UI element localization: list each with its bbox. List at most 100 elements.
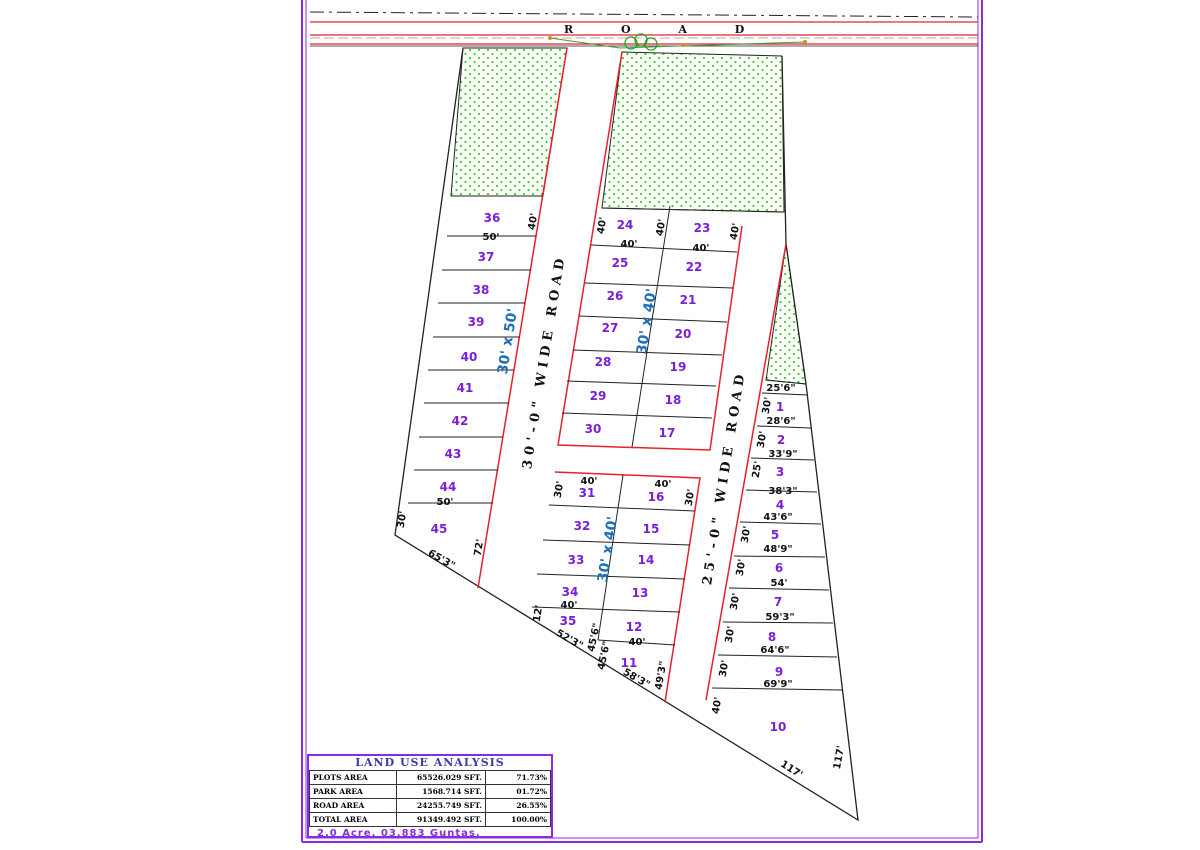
dim-25-6: 25'6" bbox=[766, 383, 795, 394]
dim-72: 72' bbox=[473, 538, 487, 556]
right-road-label: 25'-0" WIDE ROAD bbox=[700, 369, 749, 586]
plot-5: 5 bbox=[771, 528, 779, 542]
block-east bbox=[711, 379, 843, 691]
dim-117-bottom: 117' bbox=[778, 759, 804, 781]
dim-40-a: 40' bbox=[527, 212, 541, 230]
sheet-frame bbox=[301, 0, 983, 843]
dim-40-g: 40' bbox=[581, 476, 598, 487]
plot-14: 14 bbox=[638, 553, 655, 567]
plot-12: 12 bbox=[626, 620, 643, 634]
table-row: PLOTS AREA 65526.029 SFT. 71.73% bbox=[309, 770, 552, 785]
land-area-footer: 2.0 Acre, 03.883 Guntas. bbox=[317, 828, 481, 839]
dim-30-h: 30' bbox=[729, 592, 743, 610]
top-road-label: R O A D bbox=[564, 23, 766, 36]
dim-30-c: 30' bbox=[396, 510, 410, 528]
plot-18: 18 bbox=[665, 393, 682, 407]
land-use-title: LAND USE ANALYSIS bbox=[355, 756, 505, 769]
size-label-south: 30' x 40' bbox=[595, 515, 621, 583]
row-label: ROAD AREA bbox=[309, 798, 397, 813]
dim-40-b: 40' bbox=[596, 216, 610, 234]
plot-40: 40 bbox=[461, 350, 478, 364]
land-use-table: LAND USE ANALYSIS PLOTS AREA 65526.029 S… bbox=[307, 754, 553, 839]
plot-26: 26 bbox=[607, 289, 624, 303]
row-value: 65526.029 SFT. bbox=[395, 770, 486, 785]
plot-2: 2 bbox=[777, 433, 785, 447]
plot-27: 27 bbox=[602, 321, 619, 335]
plot-43: 43 bbox=[445, 447, 462, 461]
plot-32: 32 bbox=[574, 519, 591, 533]
plot-38: 38 bbox=[473, 283, 490, 297]
dim-40-d: 40' bbox=[729, 222, 743, 240]
plot-17: 17 bbox=[659, 426, 676, 440]
plot-8: 8 bbox=[768, 630, 776, 644]
plot-19: 19 bbox=[670, 360, 687, 374]
dim-12: 12' bbox=[532, 604, 546, 622]
plot-20: 20 bbox=[675, 327, 692, 341]
dim-30-i: 30' bbox=[724, 625, 738, 643]
block-west bbox=[408, 195, 543, 504]
dim-50-b: 50' bbox=[437, 497, 454, 508]
size-label-west: 30' x 50' bbox=[495, 307, 521, 375]
plot-30: 30 bbox=[585, 422, 602, 436]
dim-25: 25' bbox=[751, 460, 765, 478]
plot-9: 9 bbox=[775, 665, 783, 679]
plot-33: 33 bbox=[568, 553, 585, 567]
plot-7: 7 bbox=[774, 595, 782, 609]
plot-11: 11 bbox=[621, 656, 638, 670]
dim-38-3: 38'3" bbox=[768, 486, 797, 497]
dim-50-a: 50' bbox=[483, 232, 500, 243]
plot-24: 24 bbox=[617, 218, 634, 232]
dim-30-a: 30' bbox=[553, 480, 567, 498]
row-label: TOTAL AREA bbox=[309, 812, 397, 827]
row-percent: 71.73% bbox=[484, 770, 552, 785]
dim-59-3: 59'3" bbox=[765, 612, 794, 623]
plot-numbers: 1 2 3 4 5 6 7 8 9 10 11 12 13 14 15 16 1… bbox=[431, 211, 787, 734]
row-percent: 26.55% bbox=[484, 798, 552, 813]
dim-58-3: 58'3" bbox=[621, 667, 652, 691]
table-row: TOTAL AREA 91349.492 SFT. 100.00% bbox=[309, 812, 552, 827]
row-value: 91349.492 SFT. bbox=[395, 812, 486, 827]
plot-23: 23 bbox=[694, 221, 711, 235]
table-row: ROAD AREA 24255.749 SFT. 26.55% bbox=[309, 798, 552, 813]
row-label: PLOTS AREA bbox=[309, 770, 397, 785]
dim-30-j: 30' bbox=[718, 659, 732, 677]
row-percent: 100.00% bbox=[484, 812, 552, 827]
block-center-south bbox=[531, 474, 696, 646]
dim-30-d: 30' bbox=[761, 396, 775, 414]
dim-64-6: 64'6" bbox=[760, 645, 789, 656]
row-label: PARK AREA bbox=[309, 784, 397, 799]
plot-10: 10 bbox=[770, 720, 787, 734]
dim-40-i: 40' bbox=[561, 600, 578, 611]
tree-icon bbox=[624, 33, 658, 51]
plot-1: 1 bbox=[776, 400, 784, 414]
land-use-rows: PLOTS AREA 65526.029 SFT. 71.73% PARK AR… bbox=[309, 770, 552, 827]
plot-35: 35 bbox=[560, 614, 577, 628]
park-right bbox=[765, 243, 807, 385]
plot-45: 45 bbox=[431, 522, 448, 536]
dim-43-6: 43'6" bbox=[763, 512, 792, 523]
main-road bbox=[309, 11, 979, 49]
road-edges bbox=[463, 47, 787, 703]
plot-28: 28 bbox=[595, 355, 612, 369]
dim-48-9: 48'9" bbox=[763, 544, 792, 555]
dim-45-6-b: 45'6" bbox=[596, 640, 613, 671]
dim-117-side: 117' bbox=[832, 745, 847, 770]
plot-3: 3 bbox=[776, 465, 784, 479]
plot-29: 29 bbox=[590, 389, 607, 403]
dim-54: 54' bbox=[771, 578, 788, 589]
plot-25: 25 bbox=[612, 256, 629, 270]
dim-40-k: 40' bbox=[711, 696, 725, 714]
plot-37: 37 bbox=[478, 250, 495, 264]
plot-36: 36 bbox=[484, 211, 501, 225]
dim-30-b: 30' bbox=[684, 488, 698, 506]
dim-40-f: 40' bbox=[693, 243, 710, 254]
dim-40-h: 40' bbox=[655, 479, 672, 490]
plot-16: 16 bbox=[648, 490, 665, 504]
plot-42: 42 bbox=[452, 414, 469, 428]
site-boundary bbox=[394, 47, 859, 822]
plot-6: 6 bbox=[775, 561, 783, 575]
plot-34: 34 bbox=[562, 585, 579, 599]
dim-33-9: 33'9" bbox=[768, 449, 797, 460]
dim-30-f: 30' bbox=[740, 525, 754, 543]
